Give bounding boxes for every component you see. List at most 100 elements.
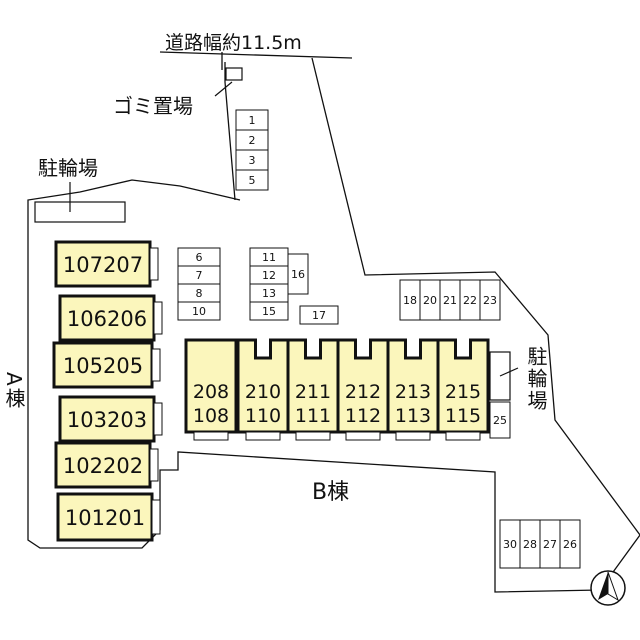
garbage-area-label: ゴミ置場 xyxy=(113,94,193,118)
unit-number-lower: 113 xyxy=(395,405,431,427)
unit-number-pair: 105205 xyxy=(63,354,143,378)
parking-outline xyxy=(489,401,511,439)
parking-space: 2 xyxy=(235,129,269,151)
parking-number: 21 xyxy=(443,294,457,307)
parking-space: 8 xyxy=(177,283,221,303)
road-line xyxy=(159,51,353,59)
building-a-unit: 105205 xyxy=(52,341,161,389)
parking-outline xyxy=(479,279,501,321)
building-a-unit: 103203 xyxy=(58,395,163,443)
parking-space: 16 xyxy=(287,253,309,295)
parking-number: 23 xyxy=(483,294,497,307)
balcony xyxy=(245,431,281,441)
parking-outline xyxy=(299,305,339,325)
parking-number: 25 xyxy=(493,414,507,427)
parking-space: 23 xyxy=(479,279,501,321)
balcony xyxy=(395,431,431,441)
unit-number-pair: 102202 xyxy=(63,454,143,478)
parking-number: 30 xyxy=(503,538,517,551)
parking-number: 22 xyxy=(463,294,477,307)
parking-number: 28 xyxy=(523,538,537,551)
unit-number-upper: 211 xyxy=(295,381,331,403)
balcony xyxy=(153,301,163,335)
bike-rack-left xyxy=(34,201,126,223)
balcony xyxy=(295,431,331,441)
balcony xyxy=(445,431,481,441)
unit-number-upper: 212 xyxy=(345,381,381,403)
unit-outline xyxy=(184,338,238,434)
parking-number: 15 xyxy=(262,305,276,318)
parking-space: 7 xyxy=(177,265,221,285)
parking-number: 6 xyxy=(196,251,203,264)
building-a-unit: 101201 xyxy=(56,492,161,542)
balcony xyxy=(149,247,159,281)
parking-number: 5 xyxy=(249,174,256,187)
parking-number: 8 xyxy=(196,287,203,300)
parking-space: 25 xyxy=(489,401,511,439)
building-b-label: B棟 xyxy=(312,480,350,505)
parking-space: 26 xyxy=(559,519,581,569)
parking-number: 20 xyxy=(423,294,437,307)
unit-number-lower: 112 xyxy=(345,405,381,427)
parking-space: 20 xyxy=(419,279,441,321)
parking-number: 17 xyxy=(312,309,326,322)
parking-number: 18 xyxy=(403,294,417,307)
unit-number-upper: 210 xyxy=(245,381,281,403)
garbage-pointer xyxy=(214,81,233,97)
parking-number: 27 xyxy=(543,538,557,551)
balcony xyxy=(153,402,163,436)
parking-space: 13 xyxy=(249,283,289,303)
parking-space: 27 xyxy=(539,519,561,569)
parking-outline xyxy=(249,301,289,321)
unit-number-lower: 110 xyxy=(245,405,281,427)
balcony xyxy=(149,448,159,482)
parking-space: 28 xyxy=(519,519,541,569)
unit-number-pair: 103203 xyxy=(67,408,147,432)
north-arrow-icon xyxy=(590,570,626,606)
unit-number-lower: 111 xyxy=(295,405,331,427)
balcony xyxy=(151,348,161,382)
unit-outline xyxy=(54,240,152,288)
parking-number: 3 xyxy=(249,154,256,167)
parking-space: 10 xyxy=(177,301,221,321)
site-boundary xyxy=(27,57,640,593)
parking-number: 26 xyxy=(563,538,577,551)
building-a-unit: 106206 xyxy=(58,294,163,342)
unit-outline xyxy=(56,492,154,542)
unit-number-pair: 106206 xyxy=(67,307,147,331)
parking-space: 18 xyxy=(399,279,421,321)
parking-space: 30 xyxy=(499,519,521,569)
building-a-unit: 107207 xyxy=(54,240,159,288)
building-a: 107207 106206 105205 103203 102202 101201 xyxy=(52,240,163,542)
parking-space: 11 xyxy=(249,247,289,267)
parking-space: 22 xyxy=(459,279,481,321)
parking-space: 5 xyxy=(235,169,269,191)
parking-number: 2 xyxy=(249,134,256,147)
parking-outline xyxy=(177,301,221,321)
unit-number-upper: 215 xyxy=(445,381,481,403)
bike-rack-right-pointer xyxy=(499,367,519,377)
parking-number: 1 xyxy=(249,114,256,127)
parking-number: 7 xyxy=(196,269,203,282)
balcony xyxy=(193,431,229,441)
parking-space: 15 xyxy=(249,301,289,321)
garbage-box xyxy=(225,67,243,81)
parking-space: 17 xyxy=(299,305,339,325)
unit-number-lower: 115 xyxy=(445,405,481,427)
parking-number: 11 xyxy=(262,251,276,264)
unit-outline xyxy=(58,294,156,342)
road-width-label: 道路幅約11.5m xyxy=(165,32,302,54)
balcony xyxy=(345,431,381,441)
parking-outline xyxy=(235,169,269,191)
parking-space: 12 xyxy=(249,265,289,285)
parking-outline xyxy=(287,253,309,295)
parking-space: 21 xyxy=(439,279,461,321)
